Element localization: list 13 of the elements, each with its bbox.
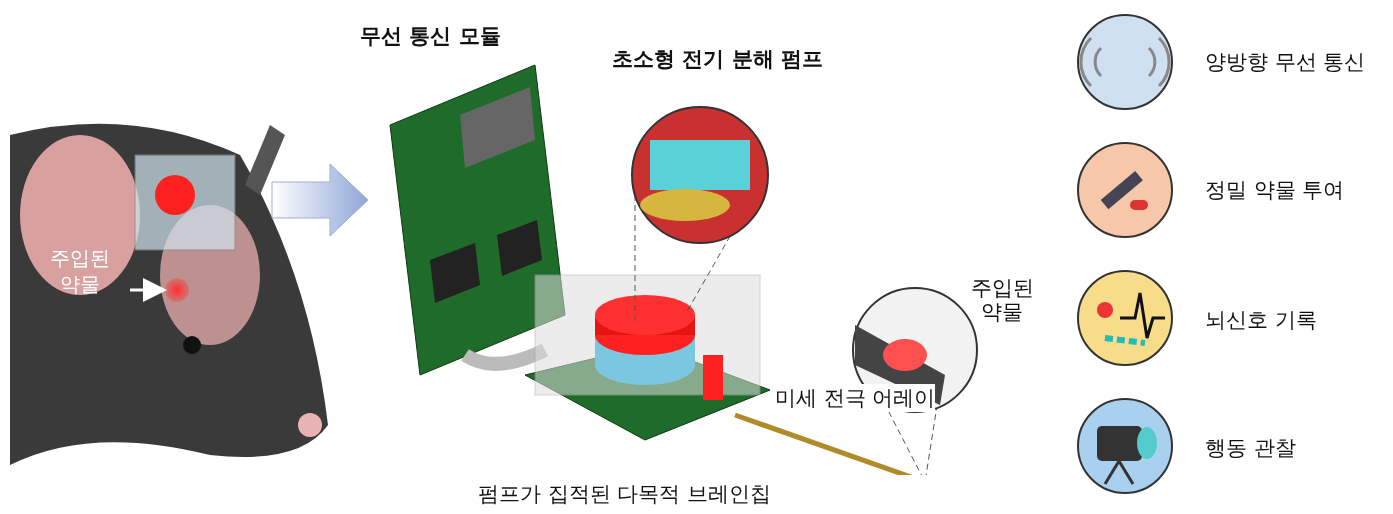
feature-label: 행동 관찰 (1205, 435, 1296, 462)
pump-title: 초소형 전기 분해 펌프 (612, 46, 823, 73)
feature-label: 뇌신호 기록 (1205, 307, 1317, 334)
array-label: 미세 전극 어레이 (775, 384, 936, 412)
drug-label: 주입된 약물 (969, 276, 1035, 324)
caption: 펌프가 집적된 다목적 브레인칩 (478, 481, 772, 508)
block-arrow (271, 163, 369, 237)
module-title: 무선 통신 모듈 (360, 23, 501, 50)
drug-spot (165, 278, 189, 302)
feature-label: 양방향 무선 통신 (1205, 49, 1366, 76)
drug-label: 주입된 약물 (40, 245, 120, 301)
feature-label: 정밀 약물 투여 (1205, 177, 1345, 204)
arrow (130, 278, 167, 302)
